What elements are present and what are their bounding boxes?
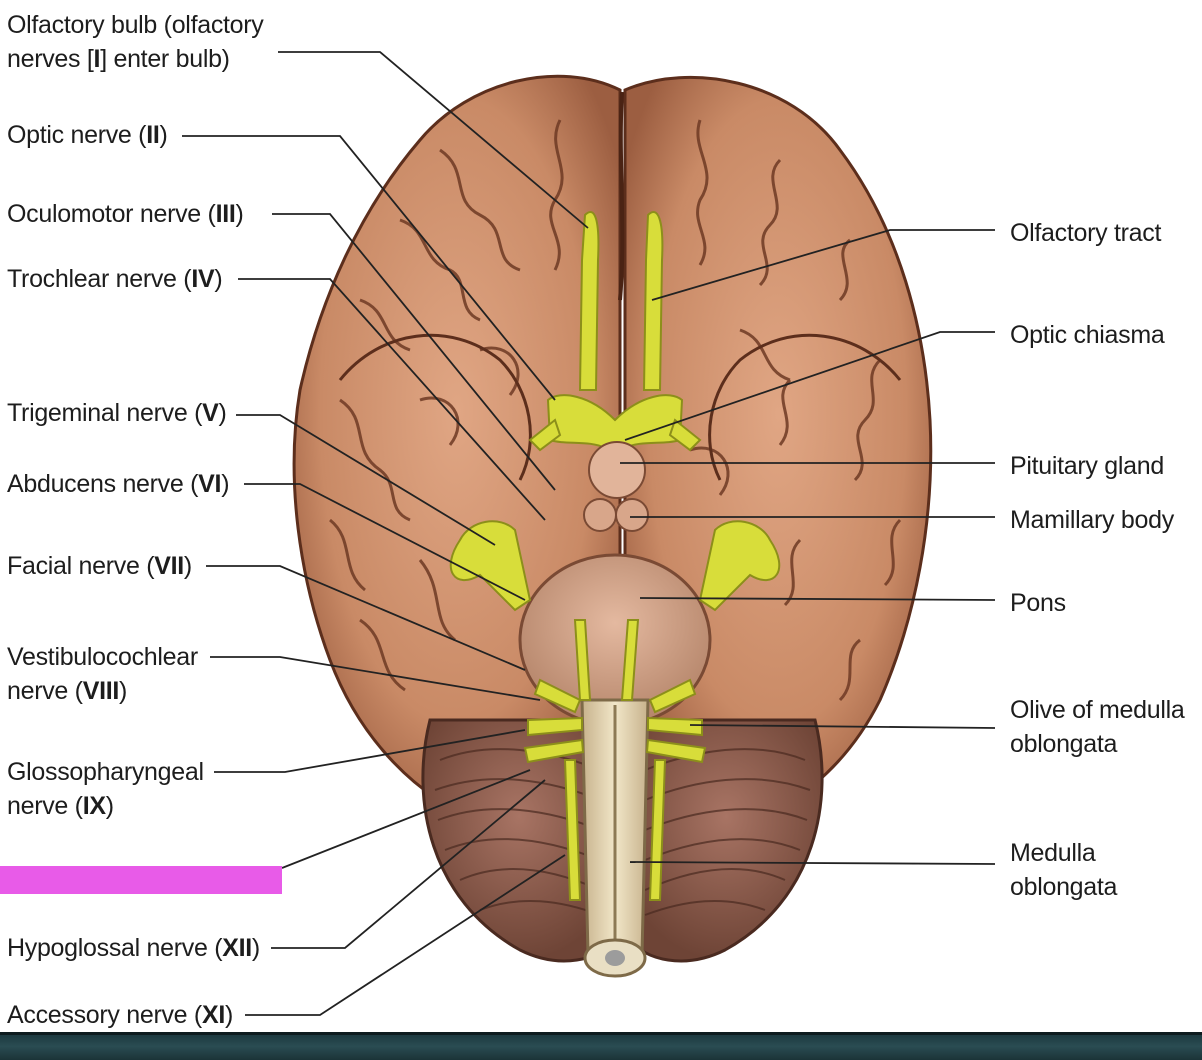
label-part: Accessory nerve ( xyxy=(7,1001,202,1029)
label-part: nerve ( xyxy=(7,792,83,820)
leader-lines xyxy=(182,51,996,1016)
label-facial-nerve: Facial nerve (VII) xyxy=(7,549,192,583)
label-part: Abducens nerve ( xyxy=(7,470,199,498)
diagram-canvas: Olfactory bulb (olfactory nerves [I] ent… xyxy=(0,8,1185,1032)
label-numeral: V xyxy=(202,399,219,427)
label-line: Olfactory bulb (olfactory xyxy=(7,11,264,39)
label-optic-nerve: Optic nerve (II) xyxy=(7,118,168,152)
label-line: oblongata xyxy=(1010,873,1118,901)
label-part: Oculomotor nerve ( xyxy=(7,200,216,228)
label-part: Optic nerve ( xyxy=(7,121,147,149)
label-line: Medulla xyxy=(1010,839,1096,867)
slide-footer-bar xyxy=(0,1032,1202,1060)
label-accessory-nerve: Accessory nerve (XI) xyxy=(7,998,233,1032)
label-part: ) xyxy=(183,552,192,580)
label-text: Pons xyxy=(1010,589,1066,617)
label-hypoglossal-nerve: Hypoglossal nerve (XII) xyxy=(7,931,260,965)
label-olfactory-bulb: Olfactory bulb (olfactory nerves [I] ent… xyxy=(7,8,264,76)
label-line: Vestibulocochlear xyxy=(7,643,198,671)
label-part: ] enter bulb) xyxy=(100,45,230,73)
label-numeral: XI xyxy=(201,1001,225,1029)
label-part: ) xyxy=(251,934,260,962)
label-line: oblongata xyxy=(1010,730,1118,758)
label-part: Trochlear nerve ( xyxy=(7,265,192,293)
medulla-oblongata xyxy=(580,698,650,978)
label-part: ) xyxy=(105,792,114,820)
label-part: ) xyxy=(221,470,230,498)
label-medulla-oblongata: Medulla oblongata xyxy=(1010,836,1117,904)
brain-inferior-view-illustration xyxy=(182,51,996,1016)
label-part: Hypoglossal nerve ( xyxy=(7,934,223,962)
label-part: Trigeminal nerve ( xyxy=(7,399,203,427)
label-numeral: VI xyxy=(198,470,222,498)
label-part: ) xyxy=(214,265,223,293)
label-part: ) xyxy=(119,677,128,705)
label-text: Pituitary gland xyxy=(1010,452,1164,480)
label-numeral: VIII xyxy=(82,677,120,705)
label-mamillary-body: Mamillary body xyxy=(1010,503,1174,537)
label-olfactory-tract: Olfactory tract xyxy=(1010,216,1161,250)
label-part: ) xyxy=(235,200,244,228)
label-pons: Pons xyxy=(1010,586,1066,620)
label-part: nerve ( xyxy=(7,677,83,705)
label-text: Optic chiasma xyxy=(1010,321,1165,349)
label-part: nerves [ xyxy=(7,45,94,73)
label-part: ) xyxy=(159,121,168,149)
label-numeral: II xyxy=(146,121,160,149)
label-vestibulocochlear-nerve: Vestibulocochlear nerve (VIII) xyxy=(7,640,198,708)
label-abducens-nerve: Abducens nerve (VI) xyxy=(7,467,230,501)
label-numeral: IV xyxy=(191,265,215,293)
label-line: Glossopharyngeal xyxy=(7,758,204,786)
label-text: Mamillary body xyxy=(1010,506,1174,534)
label-line: nerves [I] enter bulb) xyxy=(7,42,264,76)
label-numeral: VII xyxy=(154,552,184,580)
label-numeral: XII xyxy=(222,934,252,962)
label-line: nerve (VIII) xyxy=(7,674,198,708)
label-trigeminal-nerve: Trigeminal nerve (V) xyxy=(7,396,227,430)
cranial-nerves xyxy=(449,211,781,901)
label-part: ) xyxy=(225,1001,234,1029)
label-glossopharyngeal-nerve: Glossopharyngeal nerve (IX) xyxy=(7,755,204,823)
label-text: Olfactory tract xyxy=(1010,219,1162,247)
label-numeral: I xyxy=(93,45,101,73)
label-optic-chiasma: Optic chiasma xyxy=(1010,318,1165,352)
label-part: ) xyxy=(218,399,227,427)
label-oculomotor-nerve: Oculomotor nerve (III) xyxy=(7,197,244,231)
label-trochlear-nerve: Trochlear nerve (IV) xyxy=(7,262,223,296)
label-part: Facial nerve ( xyxy=(7,552,155,580)
label-line: Olive of medulla xyxy=(1010,696,1185,724)
label-pituitary-gland: Pituitary gland xyxy=(1010,449,1164,483)
label-numeral: III xyxy=(215,200,236,228)
label-line: nerve (IX) xyxy=(7,789,204,823)
label-olive-medulla: Olive of medulla oblongata xyxy=(1010,693,1185,761)
redaction-bar xyxy=(0,866,282,894)
label-numeral: IX xyxy=(82,792,106,820)
